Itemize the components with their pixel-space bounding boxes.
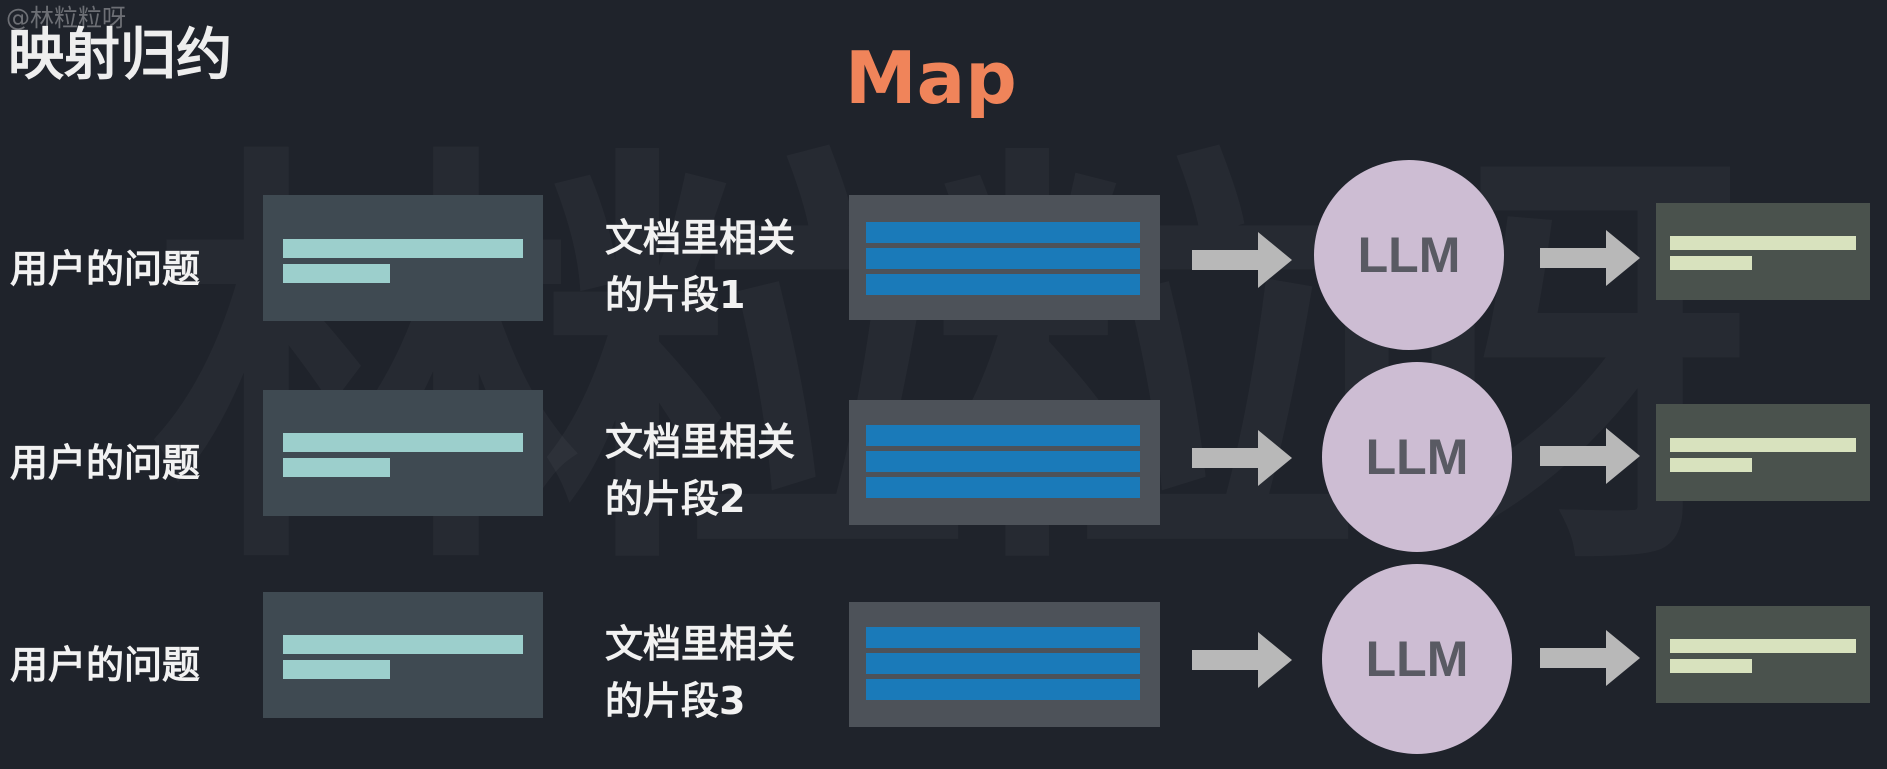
doc-box-1: [849, 195, 1160, 320]
doc-line: [866, 248, 1140, 269]
output-line: [1670, 659, 1752, 673]
llm-node-2: LLM: [1322, 362, 1512, 552]
llm-node-1: LLM: [1314, 160, 1504, 350]
doc-label-line: 的片段3: [605, 679, 746, 723]
question-label-3: 用户的问题: [10, 643, 201, 687]
question-box-3: [263, 592, 543, 718]
output-box-2: [1656, 404, 1870, 501]
doc-line: [866, 679, 1140, 700]
arrow-right-icon: [1192, 232, 1292, 288]
output-box-3: [1656, 606, 1870, 703]
doc-label-line: 文档里相关: [605, 420, 796, 464]
doc-box-3: [849, 602, 1160, 727]
question-line: [283, 239, 523, 258]
arrow-right-icon: [1540, 230, 1640, 286]
question-label-2: 用户的问题: [10, 441, 201, 485]
doc-label-1: 文档里相关 的片段1: [605, 210, 845, 324]
question-line: [283, 433, 523, 452]
doc-line: [866, 274, 1140, 295]
output-box-1: [1656, 203, 1870, 300]
question-line: [283, 264, 390, 283]
question-line: [283, 635, 523, 654]
corner-watermark: @林粒粒呀: [6, 4, 126, 32]
output-line: [1670, 236, 1856, 250]
llm-node-3: LLM: [1322, 564, 1512, 754]
doc-label-line: 的片段1: [605, 273, 746, 317]
output-line: [1670, 458, 1752, 472]
arrow-right-icon: [1192, 430, 1292, 486]
output-line: [1670, 639, 1856, 653]
doc-line: [866, 627, 1140, 648]
doc-box-2: [849, 400, 1160, 525]
doc-label-line: 文档里相关: [605, 216, 796, 260]
arrow-right-icon: [1540, 630, 1640, 686]
question-line: [283, 458, 390, 477]
doc-line: [866, 222, 1140, 243]
question-line: [283, 660, 390, 679]
doc-line: [866, 425, 1140, 446]
arrow-right-icon: [1540, 428, 1640, 484]
output-line: [1670, 438, 1856, 452]
doc-line: [866, 653, 1140, 674]
question-box-1: [263, 195, 543, 321]
doc-line: [866, 477, 1140, 498]
doc-label-3: 文档里相关 的片段3: [605, 616, 845, 730]
page-title: 映射归约: [8, 23, 232, 88]
output-line: [1670, 256, 1752, 270]
doc-line: [866, 451, 1140, 472]
question-label-1: 用户的问题: [10, 247, 201, 291]
question-box-2: [263, 390, 543, 516]
doc-label-line: 的片段2: [605, 477, 746, 521]
stage-title: Map: [845, 36, 1017, 120]
doc-label-2: 文档里相关 的片段2: [605, 414, 845, 528]
arrow-right-icon: [1192, 632, 1292, 688]
doc-label-line: 文档里相关: [605, 622, 796, 666]
